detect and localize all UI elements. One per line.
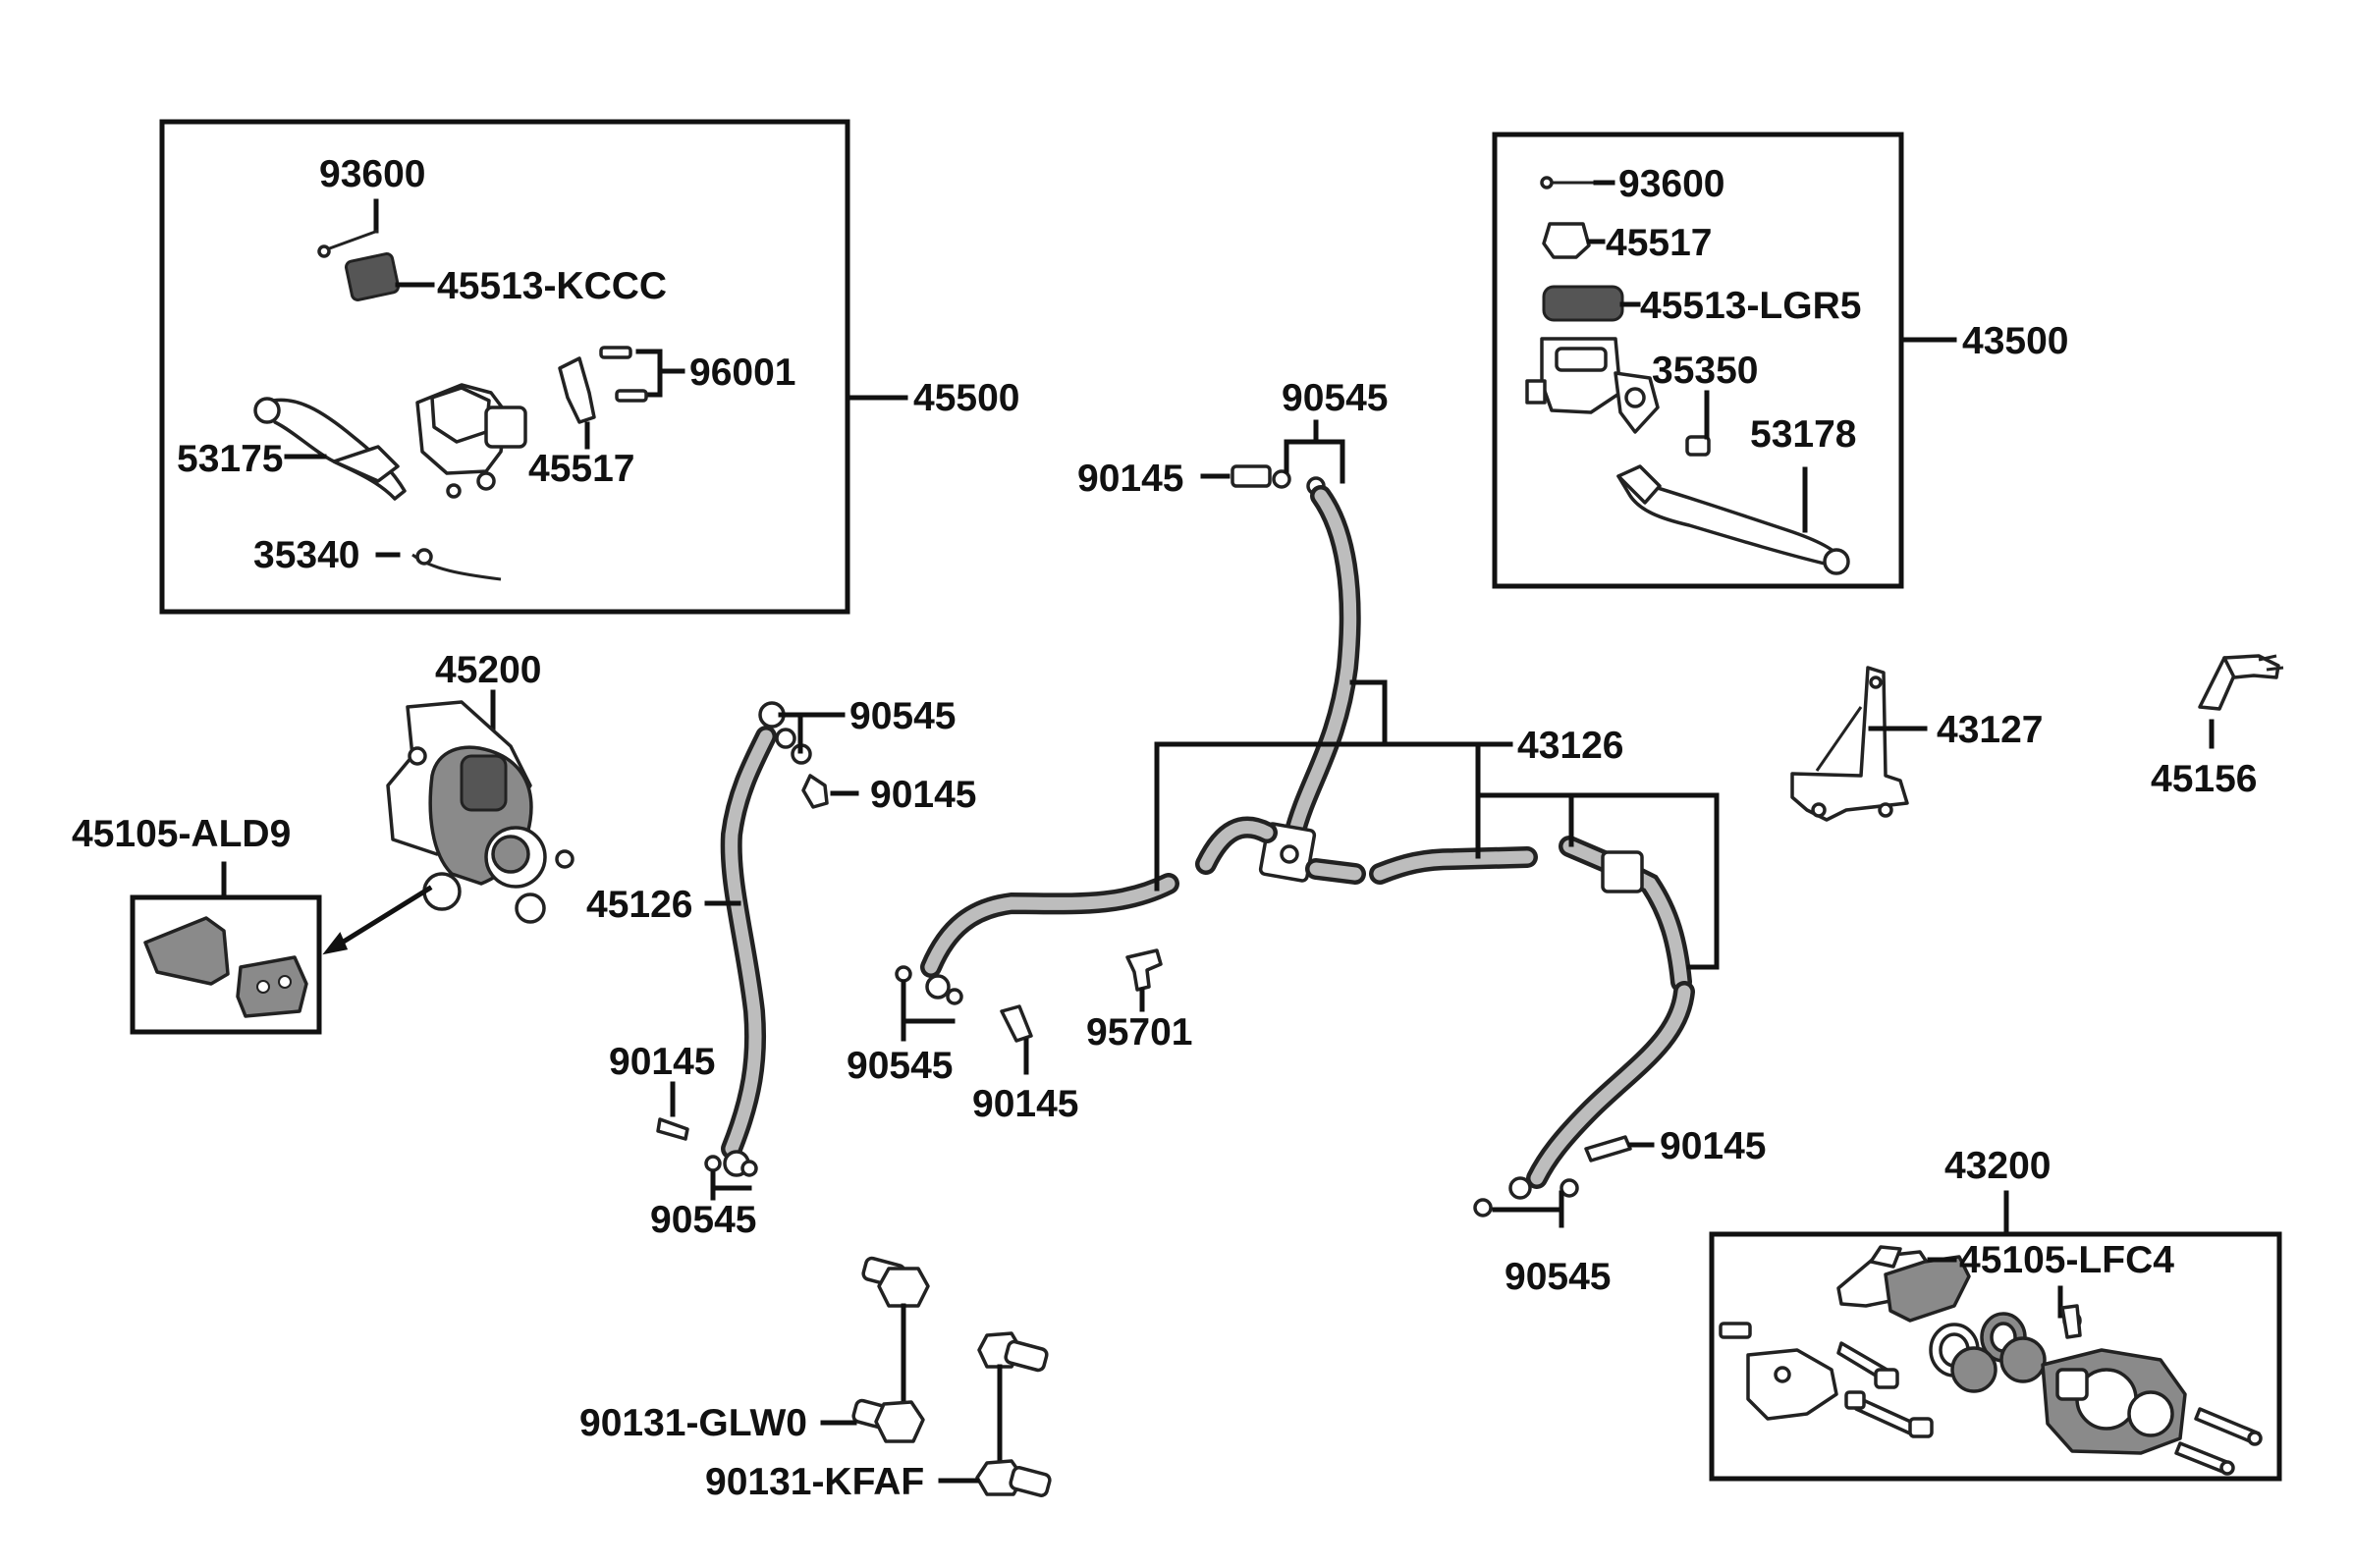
holder-clamp-icon (1542, 222, 1591, 259)
hose-assembly-43126: 90145 90545 (847, 377, 1766, 1298)
label-96001: 96001 (689, 351, 795, 394)
label-43500: 43500 (1962, 320, 2068, 362)
bolt-icon (1125, 948, 1163, 992)
reservoir-cap-icon (1542, 285, 1624, 322)
label-45126: 45126 (586, 884, 692, 926)
brake-switch-icon (411, 548, 502, 581)
label-90145-front-bottom: 90145 (609, 1041, 715, 1083)
label-45500: 45500 (913, 377, 1019, 419)
label-45517-rear: 45517 (1606, 222, 1712, 264)
label-53178: 53178 (1750, 413, 1856, 456)
rear-master-cylinder-kit: 43500 93600 45517 45513-LGR5 35350 (1492, 132, 2068, 589)
front-brake-lever-icon (253, 397, 407, 501)
clip-group: 45156 (2151, 654, 2284, 800)
label-53175: 53175 (177, 438, 283, 480)
label-95701: 95701 (1086, 1011, 1192, 1054)
bracket-group: 43127 (1790, 666, 2043, 822)
front-master-cylinder-kit: 45500 93600 45513-KCCC 96001 45517 (159, 119, 1019, 615)
bolt-icon (1231, 464, 1272, 488)
label-90545-top: 90545 (1282, 377, 1388, 419)
bolt-icon (851, 1256, 930, 1443)
front-kit-frame (159, 119, 850, 615)
label-45156: 45156 (2151, 758, 2257, 800)
label-93600-rear: 93600 (1618, 163, 1724, 205)
screws-96001-icon (599, 346, 648, 403)
label-45517-front: 45517 (528, 448, 634, 490)
label-90545-mid: 90545 (847, 1045, 953, 1087)
label-90131-KFAF: 90131-KFAF (705, 1461, 924, 1503)
label-43126: 43126 (1517, 725, 1623, 767)
label-90145-front-top: 90145 (870, 774, 976, 816)
rear-brake-lever-icon (1616, 464, 1850, 575)
label-90145-top: 90145 (1077, 458, 1183, 500)
label-90145-mid: 90145 (972, 1083, 1078, 1125)
label-35340: 35340 (253, 534, 359, 576)
rear-caliper-kit: 43200 45105-LFC4 (1709, 1145, 2282, 1482)
screw-icon (1540, 176, 1596, 189)
bolt-icon (975, 1331, 1052, 1497)
label-45105-ALD9: 45105-ALD9 (72, 813, 291, 855)
label-45513-LGR5: 45513-LGR5 (1640, 285, 1861, 327)
front-brake-caliper-icon (386, 700, 575, 924)
front-caliper-assembly: 45200 (322, 649, 575, 955)
front-pads-frame (130, 894, 322, 1035)
label-45105-LFC4: 45105-LFC4 (1959, 1239, 2174, 1281)
front-brake-hose-group: 90545 90145 45126 90145 90545 (586, 695, 976, 1241)
bolt-icon (1000, 1004, 1033, 1043)
label-45200: 45200 (435, 649, 541, 691)
rear-brake-caliper-icon (2041, 1304, 2263, 1476)
rear-caliper-kit-frame (1709, 1231, 2282, 1482)
label-93600-front: 93600 (319, 153, 425, 195)
rear-kit-frame (1492, 132, 1904, 589)
switch-icon (1685, 435, 1711, 457)
label-43127: 43127 (1937, 709, 2043, 751)
long-bolts-group: 90131-GLW0 90131-KFAF (579, 1256, 1052, 1503)
reservoir-cap-icon (344, 252, 401, 301)
brake-pad-icon (1836, 1245, 1971, 1323)
rear-master-cylinder-icon (1525, 337, 1660, 434)
label-90545-front-bottom: 90545 (650, 1199, 756, 1241)
caliper-bracket-icon (1719, 1322, 1934, 1438)
mounting-bracket-icon (1790, 666, 1909, 822)
label-43200: 43200 (1944, 1145, 2051, 1187)
front-master-cylinder-icon (415, 383, 527, 499)
arrow-head-icon (322, 932, 349, 955)
holder-clamp-icon (558, 356, 596, 424)
piston-seal-icon (1929, 1312, 2047, 1393)
label-90145-right: 90145 (1660, 1125, 1766, 1167)
brake-pad-icon (143, 916, 308, 1018)
label-35350: 35350 (1652, 350, 1758, 392)
label-90545-right: 90545 (1505, 1256, 1611, 1298)
label-45513-KCCC: 45513-KCCC (437, 265, 667, 307)
hose-clip-icon (2198, 654, 2284, 711)
label-90545-front-top: 90545 (849, 695, 956, 737)
screw-icon (317, 229, 379, 258)
front-pads-group: 45105-ALD9 (72, 813, 322, 1035)
junction-block-icon (1195, 816, 1366, 885)
label-90131-GLW0: 90131-GLW0 (579, 1402, 807, 1444)
